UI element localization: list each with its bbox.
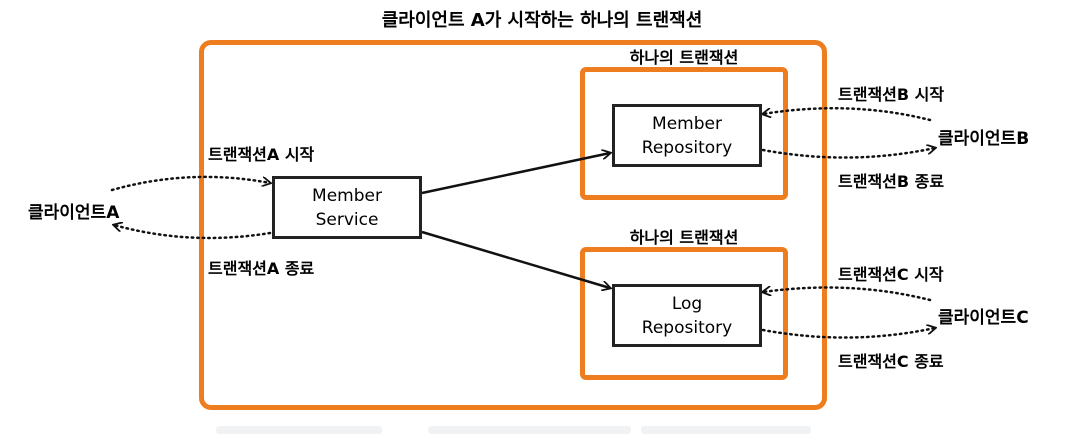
member-repository-line2: Repository xyxy=(641,137,733,158)
log-repository-line1: Log xyxy=(671,293,703,314)
service-to-log-repository-arrow xyxy=(421,230,610,288)
footer-bar xyxy=(216,426,382,434)
transaction-b-end-arrow xyxy=(761,148,935,159)
transaction-b-start-arrow xyxy=(763,106,932,122)
diagram-title: 클라이언트 A가 시작하는 하나의 트랜잭션 xyxy=(381,10,703,31)
member-service-line2: Service xyxy=(315,209,379,230)
transaction-b-start-label: 트랜잭션B 시작 xyxy=(838,85,945,104)
transaction-c-start-label: 트랜잭션C 시작 xyxy=(838,265,944,284)
transaction-c-end-label: 트랜잭션C 종료 xyxy=(838,352,944,371)
client-a-label: 클라이언트A xyxy=(28,203,120,223)
client-b-label: 클라이언트B xyxy=(938,129,1030,149)
transaction-c-boundary xyxy=(580,247,788,380)
transaction-a-start-arrow xyxy=(110,175,270,192)
footer-bar xyxy=(641,426,811,434)
client-c-label: 클라이언트C xyxy=(938,308,1029,328)
transaction-b-end-label: 트랜잭션B 종료 xyxy=(838,172,945,191)
service-to-member-repository-arrow xyxy=(421,153,610,195)
transaction-a-end-label: 트랜잭션A 종료 xyxy=(208,259,315,278)
transaction-a-boundary xyxy=(199,40,827,410)
log-repository-node: Log Repository xyxy=(612,284,762,347)
transaction-b-boundary xyxy=(580,67,788,200)
member-service-line1: Member xyxy=(312,185,382,206)
member-service-node: Member Service xyxy=(272,176,422,239)
transaction-b-label: 하나의 트랜잭션 xyxy=(629,48,739,67)
member-repository-node: Member Repository xyxy=(612,104,762,167)
member-repository-line1: Member xyxy=(652,113,722,134)
transaction-a-end-arrow xyxy=(114,225,272,240)
transaction-c-end-arrow xyxy=(761,328,935,339)
footer-bar xyxy=(428,426,631,434)
transaction-c-start-arrow xyxy=(763,288,932,302)
log-repository-line2: Repository xyxy=(641,317,733,338)
transaction-c-label: 하나의 트랜잭션 xyxy=(629,228,739,247)
transaction-a-start-label: 트랜잭션A 시작 xyxy=(208,145,315,164)
